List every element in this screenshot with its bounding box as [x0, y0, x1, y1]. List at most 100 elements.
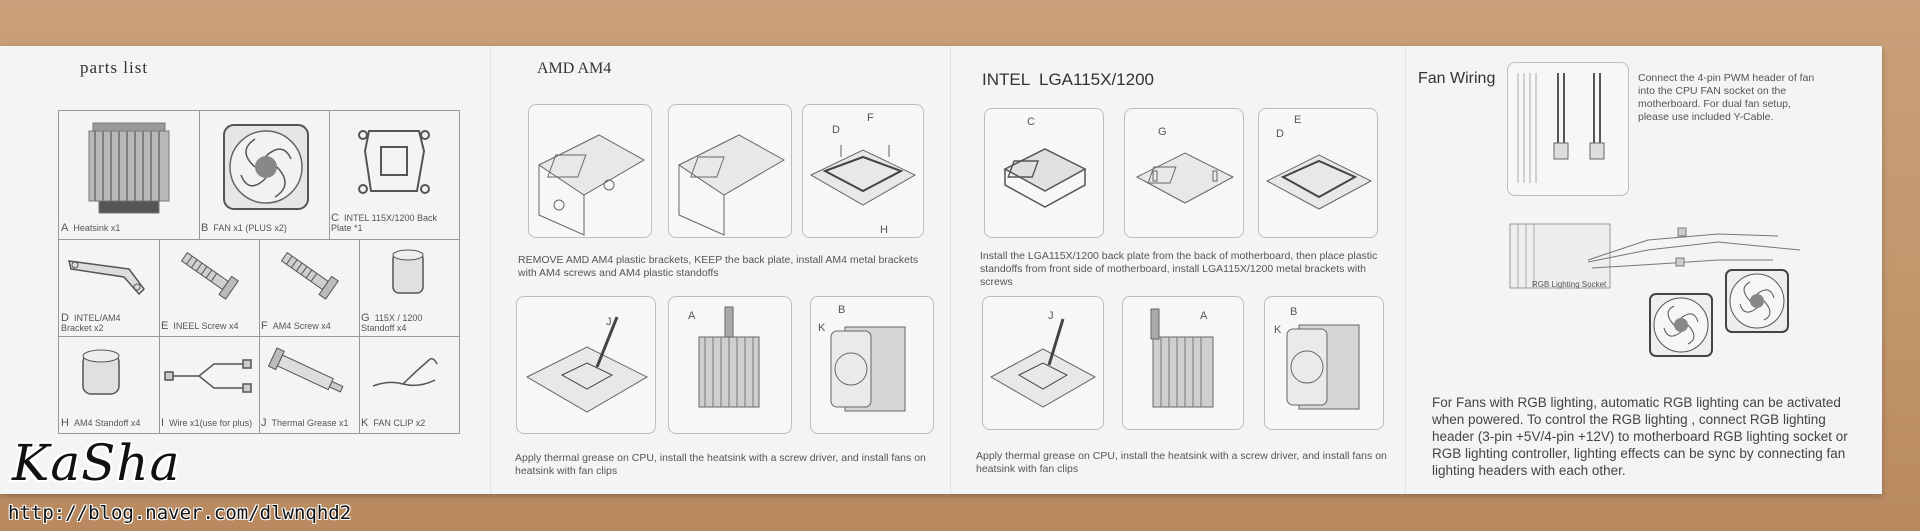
backplate-icon [358, 130, 430, 194]
fan-icon [223, 124, 309, 210]
fold-line [1405, 46, 1406, 494]
fan-1-image [1648, 292, 1714, 358]
part-label: FAN x1 (PLUS x2) [213, 223, 287, 233]
part-label: Thermal Grease x1 [271, 418, 349, 428]
heatsink-icon [698, 306, 760, 408]
grease-syringe-icon [267, 347, 344, 393]
watermark-url: http://blog.naver.com/dlwnqhd2 [8, 502, 352, 524]
fan-icon [1649, 293, 1713, 357]
callout-letter: B [1290, 306, 1298, 318]
callout-letter: B [838, 304, 846, 316]
part-cell-j: J Thermal Grease x1 [259, 336, 360, 433]
heatsink-with-fan-icon [1286, 324, 1360, 410]
part-label: Wire x1(use for plus) [169, 418, 253, 428]
intel-step-heatsink-image [1122, 296, 1244, 430]
fan-icon [1725, 269, 1789, 333]
heatsink-icon [1150, 308, 1214, 408]
part-cell-h: H AM4 Standoff x4 [59, 336, 160, 433]
cpu-fan-header-image [1507, 62, 1629, 196]
bracket-install-icon [1265, 154, 1373, 210]
amd-step-fan-clip-image [810, 296, 934, 434]
part-letter: J [261, 417, 267, 429]
callout-letter: J [606, 316, 612, 328]
amd-step-metal-brackets-image [802, 104, 924, 238]
heatsink-with-fan-icon [830, 326, 906, 412]
part-letter: I [161, 417, 165, 429]
bracket-icon [68, 260, 145, 296]
amd-step-backplate-image [668, 104, 792, 238]
callout-letter: F [867, 112, 874, 124]
part-label: AM4 Screw x4 [272, 321, 331, 331]
wire-icon [164, 359, 252, 393]
callout-letter: K [1274, 324, 1282, 336]
part-label: Heatsink x1 [73, 223, 121, 233]
intel-step-backplate-image [984, 108, 1104, 238]
callout-letter: A [688, 310, 696, 322]
intel-step-standoff-image [1124, 108, 1244, 238]
bracket-install-icon [809, 145, 917, 206]
fan-wiring-title: Fan Wiring [1418, 70, 1496, 87]
y-cable-icon [1509, 223, 1801, 289]
parts-list-title: parts list [80, 58, 149, 77]
intel-step1-caption: Install the LGA115X/1200 back plate from… [980, 250, 1378, 288]
part-cell-i: I Wire x1(use for plus) [159, 336, 260, 433]
intel-step-brackets-image [1258, 108, 1378, 238]
part-cell-b: B FAN x1 (PLUS x2) [199, 111, 330, 240]
rgb-socket-label: RGB Lighting Socket [1532, 280, 1607, 289]
fold-line [950, 46, 951, 494]
callout-letter: D [832, 124, 840, 136]
part-letter: E [161, 320, 169, 332]
part-label: INTEL 115X/1200 Back Plate *1 [331, 213, 438, 233]
callout-letter: C [1027, 116, 1035, 128]
intel-step2-caption: Apply thermal grease on CPU, install the… [976, 450, 1387, 475]
callout-letter: A [1200, 310, 1208, 322]
amd-step-grease-image [516, 296, 656, 434]
part-cell-k: K FAN CLIP x2 [359, 336, 459, 433]
part-label: INTEL/AM4 Bracket x2 [61, 313, 121, 333]
part-cell-e: E INEEL Screw x4 [159, 239, 260, 337]
motherboard-icon [1135, 152, 1235, 204]
fold-line [490, 46, 491, 494]
part-label: INEEL Screw x4 [173, 321, 239, 331]
backplate-icon [1003, 148, 1087, 208]
cpu-socket-icon [989, 318, 1097, 408]
motherboard-header-icon [1517, 73, 1605, 183]
part-letter: H [61, 417, 69, 429]
amd-section-title: AMD AM4 [537, 60, 612, 77]
standoff-icon [82, 349, 120, 395]
cpu-socket-icon [525, 316, 649, 413]
motherboard-icon [538, 134, 646, 236]
standoff-icon [392, 249, 424, 294]
rgb-lighting-note: For Fans with RGB lighting, automatic RG… [1432, 395, 1848, 478]
part-label: FAN CLIP x2 [373, 418, 426, 428]
part-letter: G [361, 312, 370, 324]
amd-step-remove-brackets-image [528, 104, 652, 238]
part-letter: K [361, 417, 369, 429]
fan-clip-icon [372, 357, 438, 387]
amd-step-heatsink-image [668, 296, 792, 434]
callout-letter: D [1276, 128, 1284, 140]
rgb-wiring-diagram [1508, 220, 1828, 340]
amd-step1-caption: REMOVE AMD AM4 plastic brackets, KEEP th… [518, 254, 919, 279]
fan-2-image [1724, 268, 1790, 334]
amd-step2-caption: Apply thermal grease on CPU, install the… [515, 452, 926, 477]
callout-letter: G [1158, 126, 1167, 138]
part-label: 115X / 1200 Standoff x4 [361, 313, 423, 333]
callout-letter: H [880, 224, 888, 236]
callout-letter: J [1048, 310, 1054, 322]
watermark-signature: KaSha [12, 434, 181, 492]
part-letter: B [201, 222, 209, 234]
part-letter: D [61, 312, 69, 324]
screw-icon [280, 252, 339, 300]
part-label: AM4 Standoff x4 [73, 418, 141, 428]
part-letter: C [331, 212, 339, 224]
pwm-note: Connect the 4-pin PWM header of fan into… [1638, 72, 1815, 123]
callout-letter: E [1294, 114, 1302, 126]
motherboard-icon [678, 134, 786, 236]
